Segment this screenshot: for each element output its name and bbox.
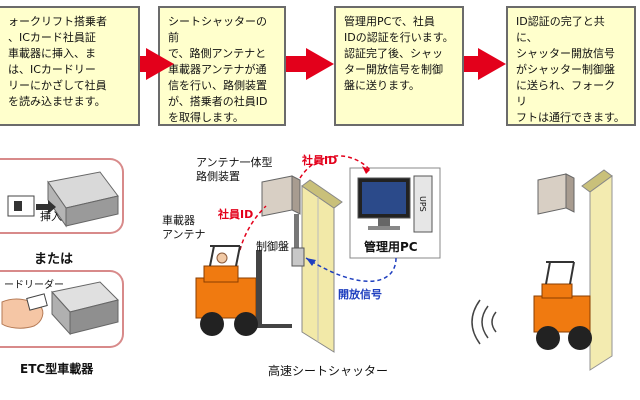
- ups-label: UPS: [418, 196, 427, 212]
- signal-red-line-2: [239, 205, 267, 251]
- arrow-shaft-1: [140, 56, 150, 72]
- arrow-right-icon: [306, 48, 334, 80]
- ic-card-icon: [7, 195, 35, 217]
- etc-device-label: ETC型車載器: [20, 362, 94, 376]
- step-box-3: 管理用PCで、社員 IDの認証を行います。 認証完了後、シャッ ター開放信号を制…: [334, 6, 464, 126]
- forklift-icon: [195, 245, 292, 336]
- step-text-1: ォークリフト搭乗者 、ICカード社員証 車載器に挿入、ま は、ICカードリー リ…: [8, 15, 107, 108]
- ups-icon: [413, 175, 433, 233]
- vehicle-antenna-label: 車載器 アンテナ: [162, 214, 206, 242]
- step-text-2: シートシャッターの前 で、路側アンテナと 車載器アンテナが通 信を行い、路側装置…: [168, 15, 268, 124]
- control-panel-label: 制御盤: [256, 240, 289, 253]
- employee-id-label-left: 社員ID: [218, 208, 254, 221]
- arrow-shaft-3: [464, 56, 480, 72]
- control-panel-icon: [291, 247, 305, 267]
- arrow-right-icon: [478, 48, 506, 80]
- pc-label: 管理用PC: [364, 240, 418, 254]
- open-signal-label: 開放信号: [338, 288, 382, 301]
- card-reader-icon: [51, 281, 119, 336]
- arrow-head-icon: [362, 166, 370, 174]
- insert-label: 挿入: [40, 210, 62, 223]
- signal-blue-line: [305, 257, 397, 282]
- card-reader-label: ードリーダー: [4, 280, 64, 291]
- step-text-3: 管理用PCで、社員 IDの認証を行います。 認証完了後、シャッ ター開放信号を制…: [344, 15, 454, 92]
- forklift-icon-right: [533, 261, 592, 350]
- roadside-antenna-label: アンテナ一体型 路側装置: [196, 156, 273, 184]
- employee-id-label-top: 社員ID: [302, 154, 338, 167]
- roadside-antenna-icon-right: [537, 173, 575, 215]
- arrow-shaft-2: [286, 56, 310, 72]
- signal-red-line: [299, 155, 371, 179]
- roadside-antenna-icon: [261, 175, 301, 254]
- arrow-head-icon: [306, 258, 316, 266]
- arrow-right-icon: [146, 48, 174, 80]
- hand-icon: [1, 293, 48, 329]
- monitor-icon: [357, 177, 411, 230]
- step-box-4: ID認証の完了と共に、 シャッター開放信号 がシャッター制御盤 に送られ、フォー…: [506, 6, 636, 126]
- onboard-device-icon: [47, 171, 119, 228]
- or-label: または: [34, 252, 74, 267]
- step-text-4: ID認証の完了と共に、 シャッター開放信号 がシャッター制御盤 に送られ、フォー…: [516, 15, 625, 124]
- sheet-shutter-icon: [301, 179, 343, 353]
- open-shutter-icon: [581, 169, 613, 371]
- wireless-waves-icon: [471, 299, 497, 345]
- step-box-1: ォークリフト搭乗者 、ICカード社員証 車載器に挿入、ま は、ICカードリー リ…: [0, 6, 140, 126]
- insert-arrow-icon: [36, 200, 56, 214]
- shutter-label: 高速シートシャッター: [268, 364, 389, 378]
- step-box-2: シートシャッターの前 で、路側アンテナと 車載器アンテナが通 信を行い、路側装置…: [158, 6, 286, 126]
